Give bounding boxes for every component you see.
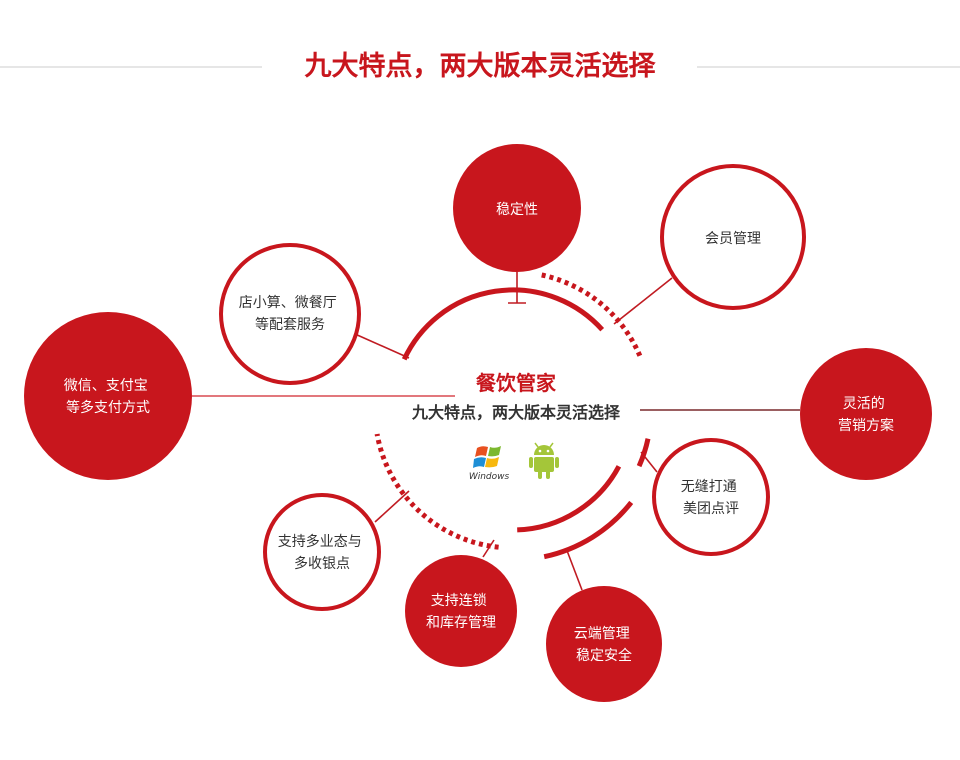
hub-arc-right (636, 438, 651, 468)
feature-circle (24, 312, 192, 480)
feature-label-line: 会员管理 (705, 231, 761, 247)
feature-circle (453, 144, 581, 272)
hub-subtitle: 九大特点，两大版本灵活选择 (411, 403, 621, 422)
feature-label-line: 稳定安全 (576, 647, 632, 664)
feature-stability: 稳定性 (453, 144, 581, 272)
feature-circle (263, 493, 381, 611)
feature-circle (652, 438, 770, 556)
hub-arc-bottom (517, 465, 622, 533)
feature-label: 微信、支付宝 等多支付方式 (64, 378, 152, 416)
windows-logo-icon: Windows (469, 446, 510, 482)
feature-circle (405, 555, 517, 667)
feature-circle (219, 243, 361, 385)
feature-companion-services: 店小算、微餐厅 等配套服务 (219, 243, 361, 385)
windows-label: Windows (469, 472, 510, 482)
feature-label: 店小算、微餐厅 等配套服务 (239, 295, 341, 333)
feature-label-line: 支持多业态与 (278, 533, 362, 550)
feature-label-line: 微信、支付宝 (64, 378, 148, 394)
feature-label: 稳定性 (496, 202, 538, 218)
feature-label: 灵活的 营销方案 (838, 396, 894, 434)
feature-circle (800, 348, 932, 480)
feature-label-line: 等多支付方式 (66, 399, 150, 416)
feature-label-line: 支持连锁 (431, 593, 487, 609)
hub-arc-bottom-left-dotted (374, 433, 499, 550)
feature-membership: 会员管理 (660, 164, 806, 310)
hub-arc-top-right-dotted (541, 272, 644, 360)
feature-label-line: 美团点评 (683, 501, 739, 517)
feature-label-line: 灵活的 (843, 396, 885, 412)
hub-ring (374, 272, 651, 560)
feature-label-line: 等配套服务 (255, 316, 325, 333)
feature-label: 会员管理 (705, 231, 761, 247)
header: 九大特点，两大版本灵活选择 (0, 51, 960, 82)
feature-label-line: 营销方案 (838, 417, 894, 434)
feature-label-line: 店小算、微餐厅 (239, 295, 337, 311)
android-logo-icon (529, 442, 559, 479)
feature-cloud: 云端管理 稳定安全 (546, 586, 662, 702)
feature-label-line: 稳定性 (496, 202, 538, 218)
feature-meituan-dianping: 无缝打通 美团点评 (652, 438, 770, 556)
connector-multi-format (374, 490, 410, 523)
feature-label: 支持多业态与 多收银点 (278, 533, 366, 572)
feature-label-line: 和库存管理 (426, 615, 496, 631)
connector-chain-inventory (482, 539, 495, 558)
feature-chain-inventory: 支持连锁 和库存管理 (405, 555, 517, 667)
feature-circle (660, 164, 806, 310)
feature-label-line: 多收银点 (294, 555, 350, 572)
connector-companion-services (354, 333, 410, 359)
feature-label-line: 无缝打通 (681, 478, 737, 495)
hub-arc-bottom-outer (543, 500, 634, 560)
feature-label-line: 云端管理 (574, 626, 630, 642)
feature-multi-format: 支持多业态与 多收银点 (263, 493, 381, 611)
feature-label: 支持连锁 和库存管理 (426, 593, 496, 631)
feature-multi-payment: 微信、支付宝 等多支付方式 (24, 312, 192, 480)
connector-membership (613, 277, 673, 325)
connector-cloud (565, 547, 583, 591)
hub-center: 餐饮管家 九大特点，两大版本灵活选择 Windows (411, 371, 621, 482)
hub-arc-top (401, 287, 605, 361)
feature-circle (546, 586, 662, 702)
feature-label: 无缝打通 美团点评 (681, 478, 741, 517)
page-title: 九大特点，两大版本灵活选择 (305, 51, 657, 82)
connectors (192, 272, 800, 591)
feature-label: 云端管理 稳定安全 (574, 626, 634, 664)
hub-title: 餐饮管家 (476, 371, 557, 395)
feature-marketing: 灵活的 营销方案 (800, 348, 932, 480)
